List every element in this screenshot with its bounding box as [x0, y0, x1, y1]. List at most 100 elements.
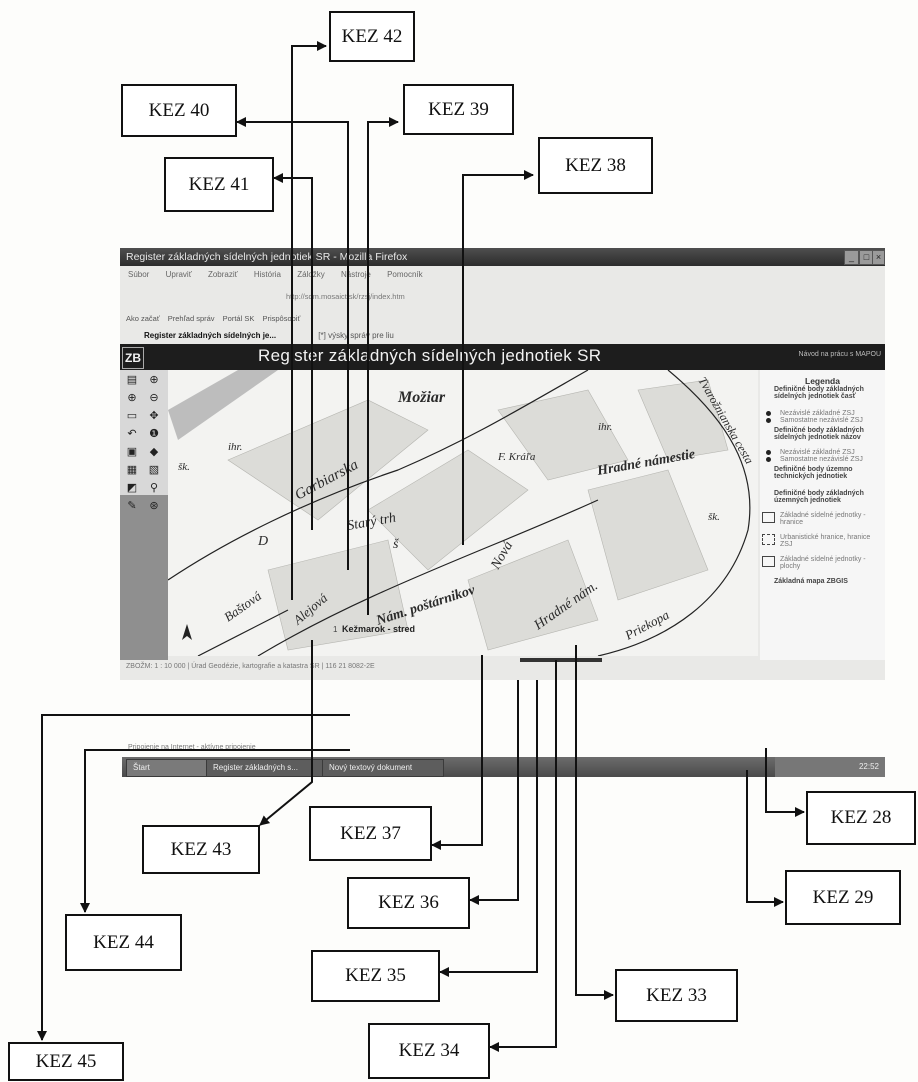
bookmark-start[interactable]: Ako začať [126, 314, 160, 323]
legend-title: Legenda [805, 376, 840, 386]
menu-item[interactable]: Nástroje [341, 270, 371, 279]
map-label: ihr. [228, 441, 242, 453]
selection-bar [520, 658, 602, 662]
app-banner: ZB Register základných sídelných jednoti… [120, 344, 885, 370]
map-label: š [393, 537, 399, 552]
legend-dot-icon [766, 450, 771, 455]
legend-square-icon [762, 512, 775, 523]
pan-icon[interactable]: ✥ [149, 410, 159, 422]
map-canvas[interactable]: Možiar Garbiarska F. Kráľa Hradné námest… [168, 370, 758, 656]
legend-dot-icon [766, 411, 771, 416]
map-legend: Legenda Definičné body základných sídeln… [760, 370, 885, 660]
kez-44-box: KEZ 44 [65, 914, 182, 971]
search-icon[interactable]: ⚲ [149, 482, 159, 494]
map-label: šk. [178, 461, 190, 473]
edit-icon[interactable]: ✎ [127, 500, 137, 512]
help-link[interactable]: Návod na prácu s MAPOU [798, 351, 881, 358]
menu-item[interactable]: História [253, 270, 281, 279]
legend-dot-icon [766, 457, 771, 462]
kez-38-box: KEZ 38 [538, 137, 653, 194]
kez-29-box: KEZ 29 [785, 870, 901, 925]
kez-34-box: KEZ 34 [368, 1023, 490, 1079]
taskbar-item-browser[interactable]: Register základných s... [206, 759, 328, 777]
page-tab[interactable]: Register základných sídelných je... [144, 331, 277, 340]
menu-item[interactable]: Záložky [297, 270, 325, 279]
map-view[interactable]: Možiar Garbiarska F. Kráľa Hradné námest… [168, 370, 758, 656]
map-label: ihr. [598, 421, 612, 433]
zoom-out-icon[interactable]: ⊖ [149, 392, 159, 404]
close-icon[interactable]: × [872, 250, 885, 265]
map-caption: Kežmarok - stred [342, 624, 415, 634]
map-caption-prefix: 1 [333, 625, 338, 634]
map-label: Možiar [397, 389, 446, 406]
kez-35-box: KEZ 35 [311, 950, 440, 1002]
kez-45-box: KEZ 45 [8, 1042, 124, 1081]
kez-36-box: KEZ 36 [347, 877, 470, 929]
legend-item: Nezávislé základné ZSJ [760, 410, 885, 417]
window-titlebar[interactable]: Register základných sídelných jednotiek … [120, 248, 885, 266]
menu-item[interactable]: Zobraziť [207, 270, 238, 279]
zoom-extent-icon[interactable]: ⊕ [149, 374, 159, 386]
browser-screenshot: Register základných sídelných jednotiek … [120, 248, 885, 680]
legend-heading: Definičné body základných sídelných jedn… [774, 427, 864, 441]
kez-41-box: KEZ 41 [164, 157, 274, 212]
info-icon[interactable]: ❶ [149, 428, 159, 440]
map-label: Priekopa [621, 607, 671, 643]
minimize-icon[interactable]: _ [844, 250, 859, 265]
measure-icon[interactable]: ▦ [126, 464, 138, 476]
bookmark-news[interactable]: Prehľad správ [167, 314, 215, 323]
map-tools: ▤ ⊕ ⊕ ⊖ ▭ ✥ ↶ ❶ ▣ ◆ ▦ ▧ ◩ ⚲ ✎ ⊛ [120, 370, 168, 512]
menu-item[interactable]: Pomocník [387, 270, 423, 279]
legend-item: Nezávislé základné ZSJ [760, 449, 885, 456]
settings-icon[interactable]: ⊛ [149, 500, 159, 512]
connector-kez34 [489, 660, 557, 1052]
bookmark-custom[interactable]: Prispôsobiť [262, 314, 301, 323]
taskbar-item-notepad[interactable]: Nový textový dokument [322, 759, 444, 777]
legend-dash-icon [762, 534, 775, 545]
map-label: šk. [708, 511, 720, 523]
window-title: Register základných sídelných jednotiek … [126, 251, 408, 263]
connector-kez36 [469, 680, 519, 905]
map-label: F. Kráľa [497, 451, 536, 463]
address-bar[interactable]: http://sdm.mosaict.sk/rzsj/index.htm [120, 284, 885, 308]
legend-heading: Základná mapa ZBGIS [774, 578, 848, 585]
connector-kez33 [575, 645, 614, 1000]
legend-item: Samostatne nezávislé ZSJ [760, 417, 885, 424]
start-button[interactable]: Štart [126, 759, 210, 777]
back-icon[interactable]: ↶ [127, 428, 137, 440]
export-icon[interactable]: ◩ [126, 482, 138, 494]
connector-kez37 [431, 655, 483, 850]
map-toolbar: ▤ ⊕ ⊕ ⊖ ▭ ✥ ↶ ❶ ▣ ◆ ▦ ▧ ◩ ⚲ ✎ ⊛ [120, 370, 168, 660]
zoom-in-icon[interactable]: ⊕ [127, 392, 137, 404]
north-arrow-icon [182, 624, 192, 640]
legend-heading: Definičné body základných územných jedno… [774, 490, 864, 504]
connection-note: Pripojenie na Internet - aktívne pripoje… [128, 744, 256, 751]
page-tab-secondary[interactable]: [*] výsky správ pre liu [318, 331, 394, 340]
layers-icon[interactable]: ▤ [126, 374, 138, 386]
menu-item[interactable]: Súbor [128, 270, 150, 279]
legend-item: Základné sídelné jednotky - plochy [760, 556, 885, 570]
legend-dot-icon [766, 418, 771, 423]
legend-heading: Definičné body územno technických jednot… [774, 466, 853, 480]
page-tab-strip: Register základných sídelných je... [*] … [120, 328, 885, 344]
bookmarks-toolbar: Ako začať Prehľad správ Portál SK Prispô… [120, 310, 885, 328]
app-logo: ZB [122, 347, 144, 369]
legend-item: Základné sídelné jednotky - hranice [760, 512, 885, 526]
area-icon[interactable]: ▧ [148, 464, 160, 476]
legend-heading: Definičné body základných sídelných jedn… [774, 386, 864, 400]
map-statusbar: ZBOŽM: 1 : 10 000 | Úrad Geodézie, karto… [126, 663, 375, 670]
legend-square-icon [762, 556, 775, 567]
map-label: Baštová [221, 588, 264, 625]
select-icon[interactable]: ▣ [126, 446, 138, 458]
legend-item: Samostatne nezávislé ZSJ [760, 456, 885, 463]
menu-item[interactable]: Upraviť [165, 270, 192, 279]
connector-kez29 [746, 770, 784, 907]
kez-28-box: KEZ 28 [806, 791, 916, 845]
print-icon[interactable]: ▭ [126, 410, 138, 422]
url-text[interactable]: http://sdm.mosaict.sk/rzsj/index.htm [286, 292, 405, 301]
bookmark-portal[interactable]: Portál SK [222, 314, 255, 323]
kez-40-box: KEZ 40 [121, 84, 237, 137]
kez-33-box: KEZ 33 [615, 969, 738, 1022]
find-icon[interactable]: ◆ [149, 446, 159, 458]
kez-42-box: KEZ 42 [329, 11, 415, 62]
